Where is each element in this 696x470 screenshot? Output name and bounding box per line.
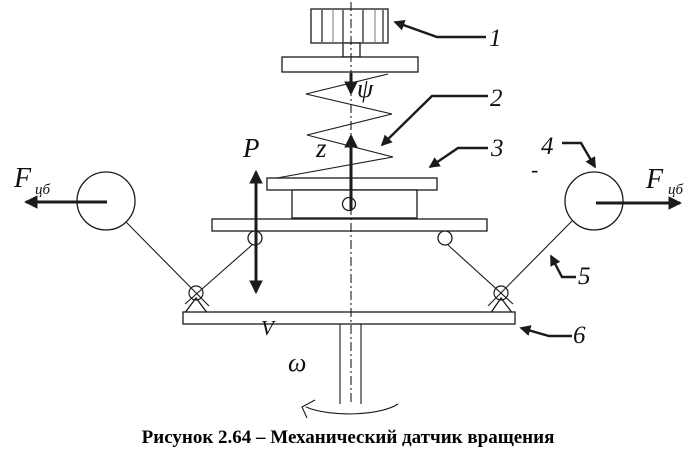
- callout-1: 1: [489, 25, 502, 52]
- adjustment-knob: [310, 8, 389, 58]
- drive-shaft: [339, 324, 362, 404]
- label-omega: ω: [288, 348, 306, 377]
- leader-2: [380, 94, 488, 147]
- leader-1: [393, 19, 486, 39]
- leader-6: [519, 325, 572, 338]
- force-label-left: F: [13, 163, 32, 194]
- hinge-joint-right: [493, 285, 509, 301]
- callout-3: 3: [490, 135, 504, 162]
- force-label-right-sub: цб: [668, 182, 684, 198]
- spring: [276, 73, 394, 179]
- top-plate: [281, 56, 419, 73]
- links: [125, 220, 573, 307]
- base-plate: [182, 311, 516, 325]
- leader-5: [549, 254, 576, 279]
- link-left-weight: [125, 221, 210, 307]
- link-right-platform: [447, 244, 514, 305]
- force-label-left-sub: цб: [35, 182, 51, 198]
- callout-2: 2: [490, 85, 503, 112]
- hinge-joints: [188, 285, 509, 301]
- link-left-platform: [184, 244, 253, 305]
- callout-5: 5: [578, 263, 591, 290]
- figure-caption: Рисунок 2.64 – Механический датчик враще…: [141, 427, 555, 448]
- label-p: P: [242, 133, 260, 163]
- rotation-arrow: [301, 399, 399, 419]
- fly-weight-right: [564, 171, 624, 231]
- force-label-right: F: [645, 164, 664, 195]
- link-right-weight: [487, 220, 573, 307]
- pivot-right: [437, 230, 453, 246]
- callout-leaders: [380, 19, 597, 338]
- label-psi: ψ: [357, 74, 374, 103]
- leader-4: [562, 141, 597, 169]
- label-minus: -: [531, 157, 538, 182]
- callout-4: 4: [541, 133, 554, 160]
- callout-6: 6: [573, 322, 586, 349]
- hinge-joint-left: [188, 285, 204, 301]
- leader-3: [428, 146, 488, 168]
- label-v: V: [261, 316, 276, 340]
- label-z: z: [315, 133, 327, 163]
- center-pivot: [341, 196, 357, 212]
- knob-knurling: [321, 10, 384, 42]
- platform-plate: [211, 218, 488, 232]
